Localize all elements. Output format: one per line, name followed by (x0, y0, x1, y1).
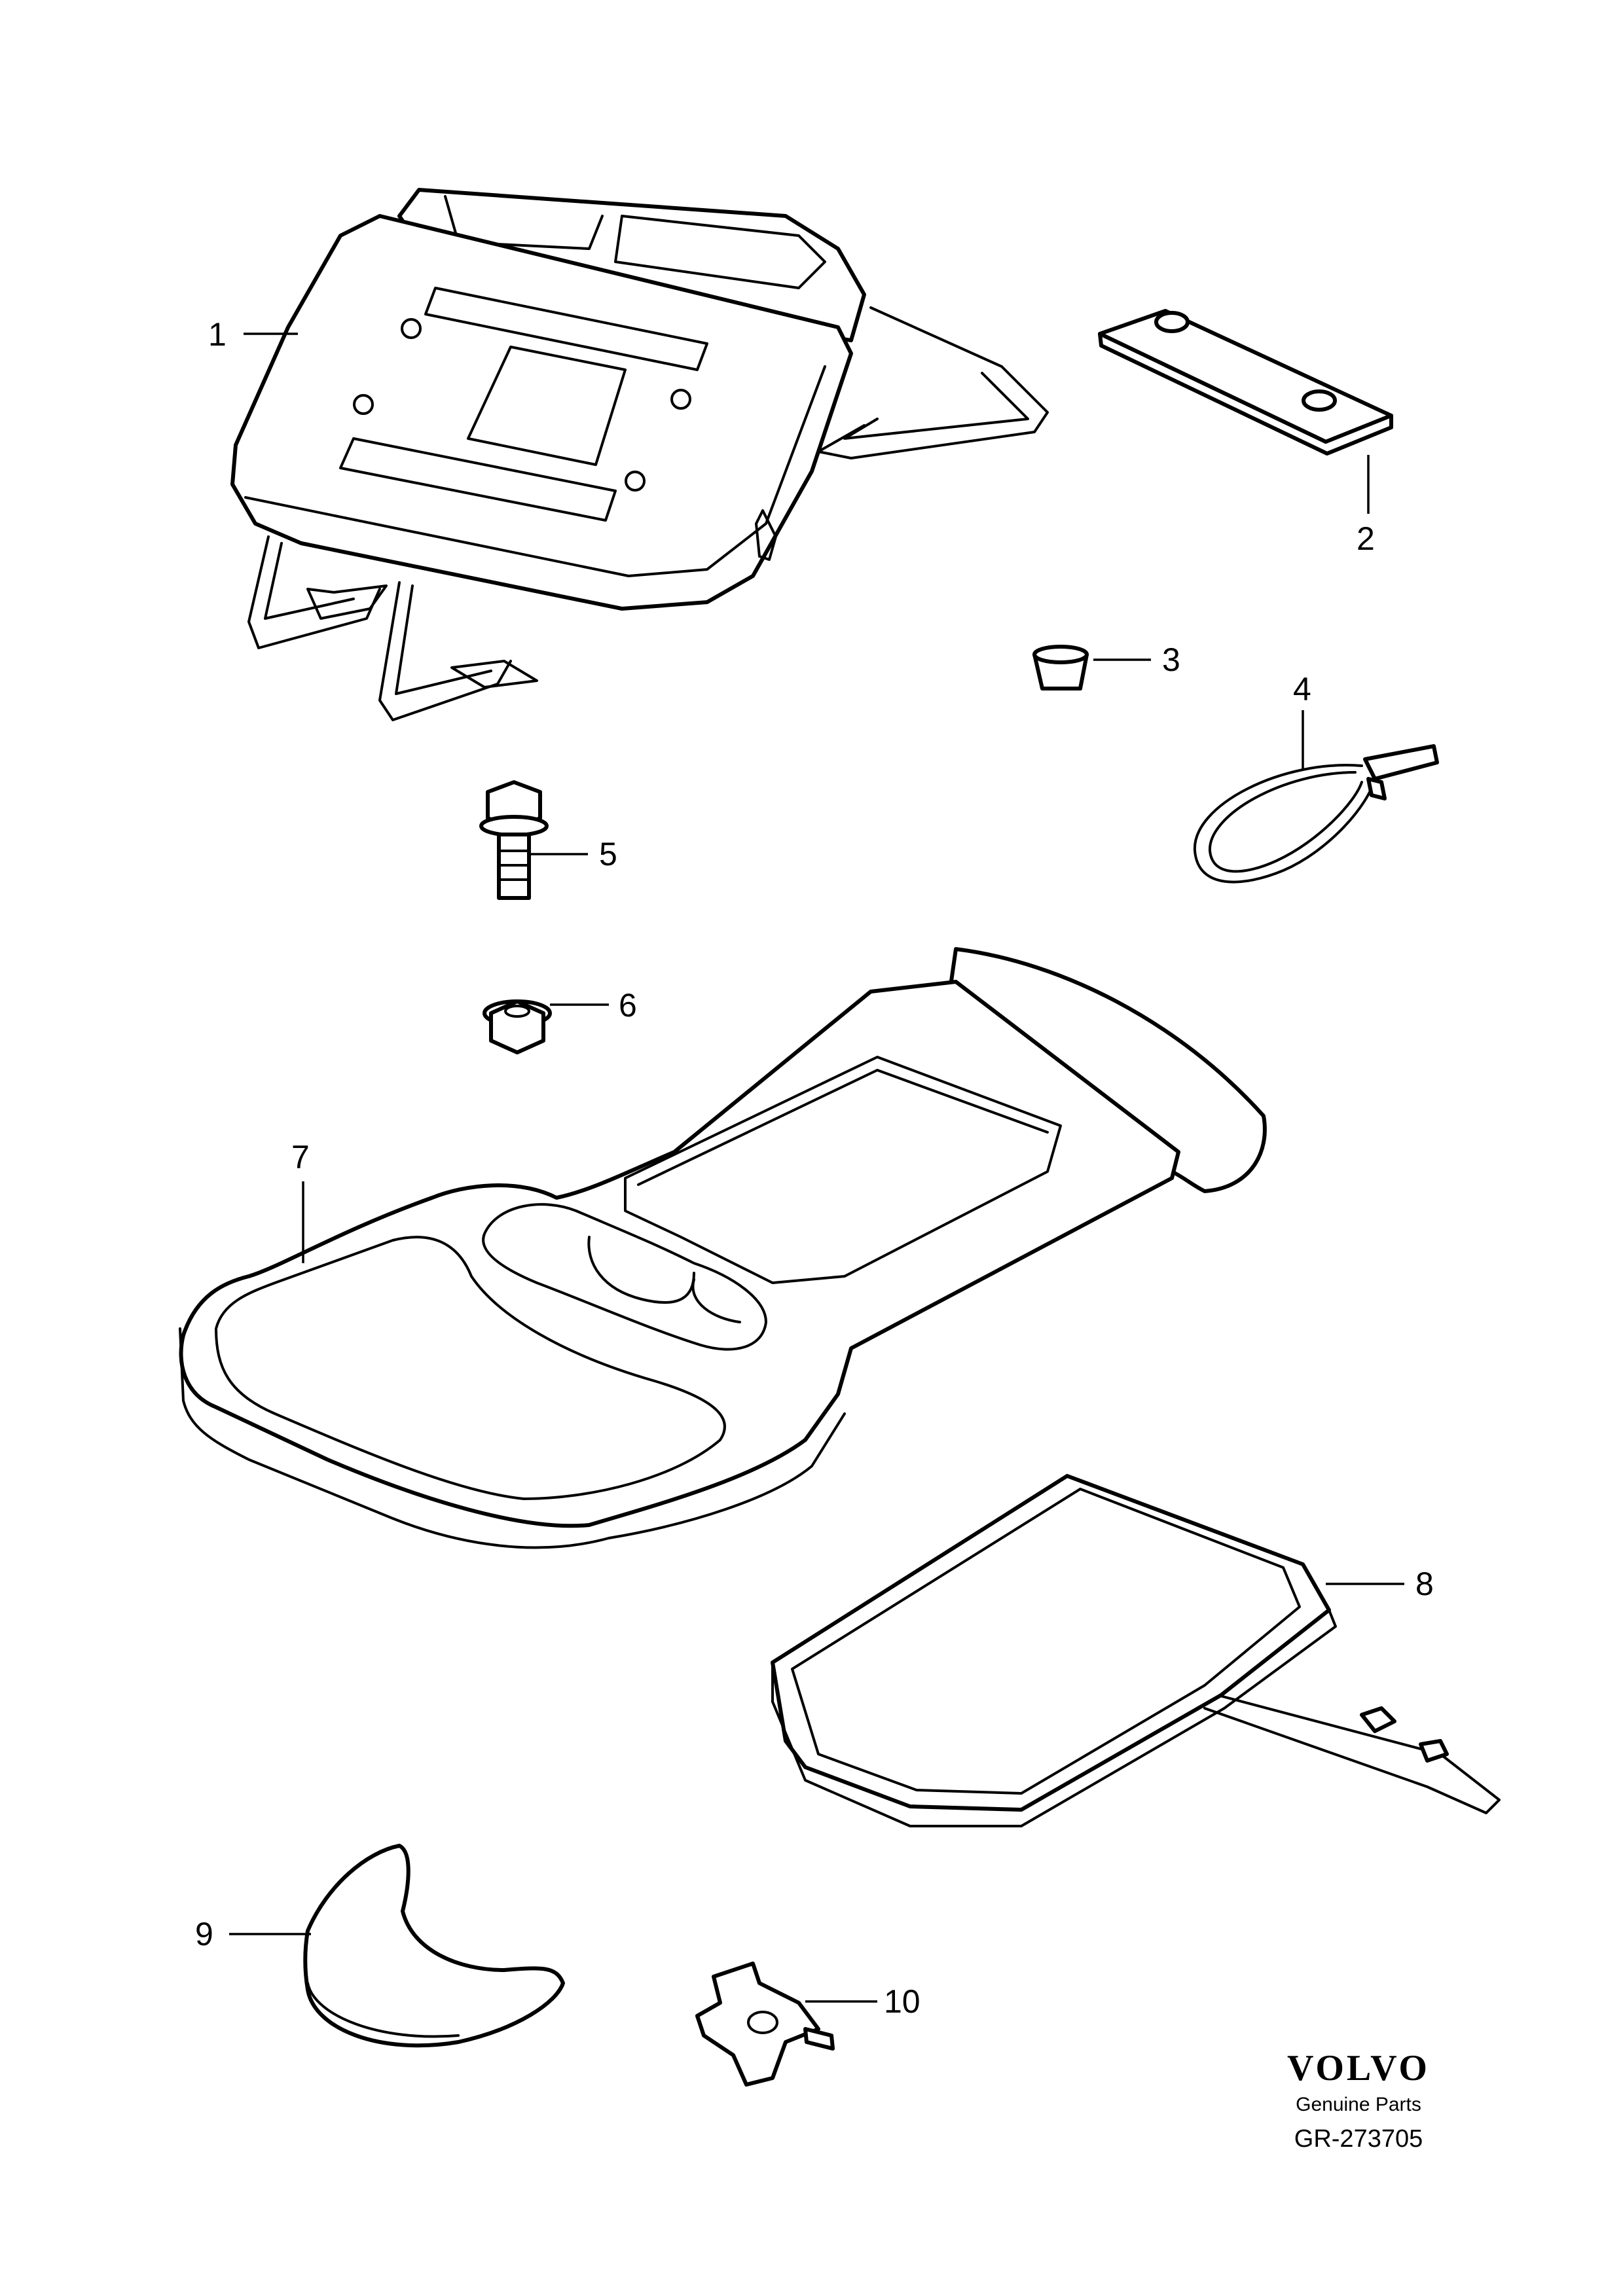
leader-lines (229, 332, 1404, 2003)
drawing-reference: GR-273705 (1294, 2125, 1423, 2153)
part-7-armrest-console (179, 947, 1267, 1549)
part-8-lid (771, 1474, 1501, 1827)
callout-labels: 1 2 3 4 5 6 7 8 9 10 (195, 316, 1434, 2020)
part-6-flange-nut (483, 999, 552, 1054)
genuine-parts-label: Genuine Parts (1296, 2094, 1421, 2115)
part-3-rubber-cap (1032, 645, 1089, 691)
part-10-star-knob (695, 1962, 835, 2087)
callout-8: 8 (1415, 1566, 1434, 1602)
part-9-pad (303, 1844, 565, 2048)
callout-5: 5 (599, 836, 617, 872)
callout-2: 2 (1357, 520, 1375, 557)
brand-block: VOLVO Genuine Parts GR-273705 (1287, 2048, 1430, 2153)
callout-6: 6 (619, 987, 637, 1024)
volvo-logo-text: VOLVO (1287, 2048, 1430, 2089)
part-2-mounting-plate (1098, 309, 1393, 456)
part-1-tray-assembly (230, 188, 1049, 721)
part-4-cable-tie (1193, 744, 1439, 884)
callout-7: 7 (291, 1139, 310, 1175)
callout-4: 4 (1293, 671, 1311, 708)
callout-1: 1 (208, 316, 227, 353)
callout-3: 3 (1162, 641, 1180, 678)
callout-10: 10 (884, 1983, 921, 2020)
callout-9: 9 (195, 1916, 213, 1952)
part-5-flange-bolt (479, 780, 549, 900)
